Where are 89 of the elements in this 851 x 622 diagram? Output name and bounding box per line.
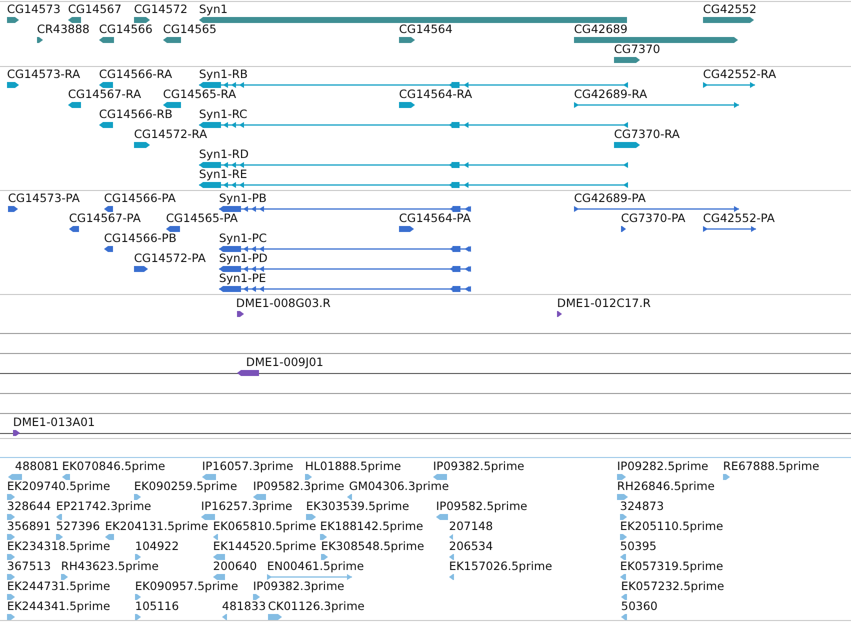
feature-label: CG14572	[134, 3, 188, 16]
feature-label: EK234318.5prime	[7, 540, 110, 553]
feature-label: 356891	[7, 520, 51, 533]
feature-label: DME1-008G03.R	[236, 297, 331, 310]
feature-label: CG14564-PA	[399, 212, 471, 225]
feature-label: CG42689-RA	[574, 88, 648, 101]
feature-label: EK070846.5prime	[62, 460, 166, 473]
feature-label: EK204131.5prime	[105, 520, 208, 533]
feature-label: CG42689	[574, 23, 628, 36]
feature-label: Syn1-RE	[199, 168, 248, 181]
feature-label: CG14566-RA	[99, 68, 172, 81]
feature-label: 50360	[621, 600, 658, 613]
feature-label: 104922	[135, 540, 179, 553]
feature-label: EK188142.5prime	[320, 520, 424, 533]
feature-label: IP16057.3prime	[202, 460, 294, 473]
feature-label: CG14572-PA	[134, 252, 206, 265]
feature-label: CG14565-RA	[163, 88, 236, 101]
feature-label: EK157026.5prime	[449, 560, 552, 573]
feature-label: EK209740.5prime	[7, 480, 110, 493]
feature-label: CG14566	[99, 23, 153, 36]
feature-label: CG14566-PA	[104, 192, 176, 205]
feature-label: 105116	[135, 600, 179, 613]
feature-label: CG42552-RA	[703, 68, 776, 81]
feature-label: 367513	[7, 560, 51, 573]
feature-label: 206534	[449, 540, 493, 553]
feature-label: CG7370-PA	[621, 212, 686, 225]
feature-label: EK057232.5prime	[621, 580, 724, 593]
feature-label: EK065810.5prime	[213, 520, 316, 533]
feature-label: CG14565	[163, 23, 217, 36]
feature-label: CG42689-PA	[574, 192, 646, 205]
feature-label: GM04306.3prime	[349, 480, 449, 493]
feature-label: Syn1-PC	[219, 232, 267, 245]
feature-label: CR43888	[37, 23, 90, 36]
feature-label: 200640	[213, 560, 257, 573]
feature-label: Syn1-RB	[199, 68, 248, 81]
feature-label: DME1-012C17.R	[557, 297, 651, 310]
feature-label: 207148	[449, 520, 493, 533]
feature-label: IP09382.5prime	[433, 460, 524, 473]
feature-label: CG14567	[68, 3, 122, 16]
feature-label: EK205110.5prime	[620, 520, 724, 533]
feature-label: Syn1-RC	[199, 108, 248, 121]
feature-label: DME1-013A01	[13, 416, 95, 429]
feature-label: CG14573	[7, 3, 61, 16]
feature-label: CG7370	[614, 43, 660, 56]
feature-label: EK090957.5prime	[135, 580, 238, 593]
feature-label: CG42552-PA	[703, 212, 775, 225]
feature-label: CG14564-RA	[399, 88, 472, 101]
feature-label: 50395	[620, 540, 657, 553]
feature-label: RH43623.5prime	[61, 560, 159, 573]
feature-label: IP09582.5prime	[436, 500, 528, 513]
feature-label: CG14566-PB	[104, 232, 176, 245]
feature-label: CG14566-RB	[99, 108, 173, 121]
feature-label: RE67888.5prime	[723, 460, 820, 473]
feature-label: Syn1-PB	[219, 192, 267, 205]
feature-label: IP16257.3prime	[201, 500, 292, 513]
feature-label: CG42552	[703, 3, 757, 16]
feature-label: 481833	[222, 600, 266, 613]
feature-label: 328644	[7, 500, 51, 513]
feature-label: CG14573-PA	[8, 192, 80, 205]
feature-label: EK144520.5prime	[213, 540, 316, 553]
feature-label: 324873	[620, 500, 664, 513]
feature-label: HL01888.5prime	[305, 460, 402, 473]
feature-label: EK090259.5prime	[134, 480, 238, 493]
feature-label: Syn1-PE	[219, 272, 266, 285]
feature-label: CG14573-RA	[7, 68, 80, 81]
feature-label: 488081	[15, 460, 59, 473]
feature-label: IP09382.3prime	[253, 580, 344, 593]
feature-label: IP09282.5prime	[617, 460, 708, 473]
feature-label: EK244341.5prime	[7, 600, 110, 613]
feature-label: EK057319.5prime	[620, 560, 724, 573]
feature-label: CG14567-RA	[68, 88, 142, 101]
feature-label: 527396	[56, 520, 100, 533]
feature-label: DME1-009J01	[246, 356, 324, 369]
feature-label: Syn1-RD	[199, 148, 249, 161]
feature-label: EP21742.3prime	[56, 500, 152, 513]
feature-label: CK01126.3prime	[268, 600, 365, 613]
feature-label: EN00461.5prime	[267, 560, 364, 573]
feature-label: CG14565-PA	[166, 212, 238, 225]
feature-label: EK244731.5prime	[7, 580, 110, 593]
feature-label: IP09582.3prime	[253, 480, 344, 493]
feature-label: CG14564	[399, 23, 453, 36]
feature-label: Syn1-PD	[219, 252, 268, 265]
feature-label: EK308548.5prime	[321, 540, 424, 553]
feature-label: CG7370-RA	[614, 128, 680, 141]
feature-label: Syn1	[199, 3, 228, 16]
feature-label: CG14572-RA	[134, 128, 208, 141]
feature-label: CG14567-PA	[69, 212, 141, 225]
feature-label: RH26846.5prime	[617, 480, 715, 493]
feature-label: EK303539.5prime	[306, 500, 410, 513]
